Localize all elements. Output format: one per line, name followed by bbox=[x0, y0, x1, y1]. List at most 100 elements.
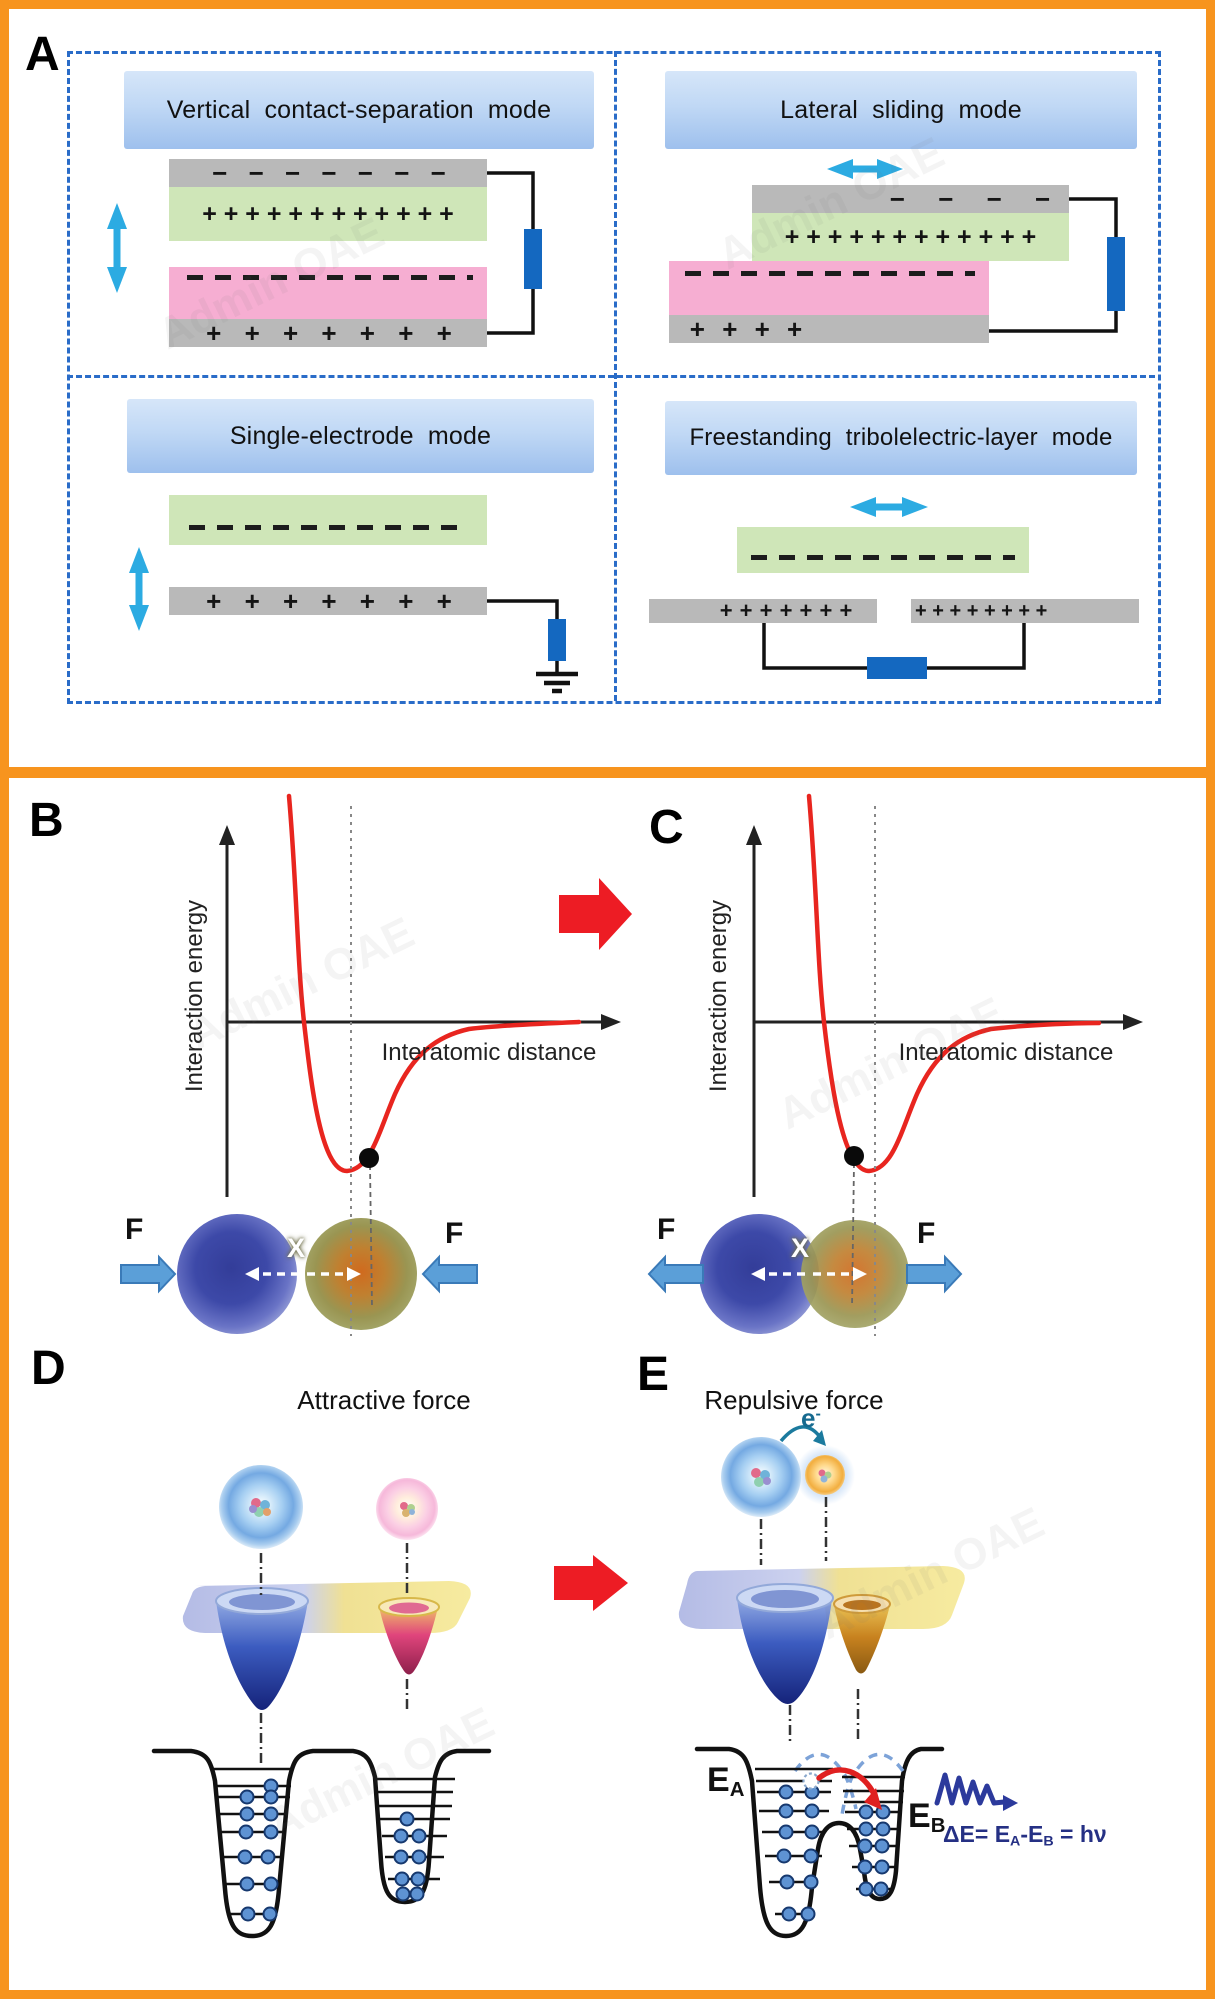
d-atom-blue-nucleus bbox=[249, 1498, 271, 1517]
c-displacement-label: X bbox=[791, 1233, 810, 1263]
mode-title-vertical: Vertical contact-separation mode bbox=[124, 71, 594, 149]
vertical-top-electrode-charges: − − − − − − − bbox=[212, 159, 446, 187]
e-energy-levels bbox=[755, 1767, 905, 1916]
d-art bbox=[151, 1465, 492, 1939]
vertical-top-electrode bbox=[169, 159, 487, 187]
transition-arrow-de-icon bbox=[554, 1555, 628, 1611]
vertical-bottom-electrode-charges: + + + + + + + bbox=[206, 319, 452, 347]
e-energy-a-label: EA bbox=[707, 1761, 745, 1802]
e-atom-yellow-halo bbox=[795, 1445, 855, 1505]
d-atom-pink bbox=[376, 1478, 438, 1540]
b-force-label-right: F bbox=[445, 1217, 464, 1250]
d-wells-outline bbox=[151, 1748, 492, 1939]
d-atom-pink-nucleus bbox=[400, 1502, 415, 1517]
freestanding-right-electrode-charges: + + + + + + + + bbox=[915, 599, 1048, 622]
mode-title-lateral: Lateral sliding mode bbox=[665, 71, 1137, 149]
freestanding-left-electrode-charges: + + + + + + + bbox=[719, 599, 853, 623]
watermark: Admin OAE bbox=[810, 1497, 1052, 1650]
b-energy-curve bbox=[286, 793, 582, 1174]
b-force-label-left: F bbox=[125, 1213, 144, 1246]
vertical-negative-layer-dashes bbox=[187, 275, 473, 280]
c-x-axis-arrowhead bbox=[1123, 1014, 1143, 1030]
c-y-axis-arrowhead bbox=[746, 825, 762, 845]
lateral-bottom-electrode-charges: + + + + bbox=[689, 315, 803, 343]
e-transfer-arrow-icon bbox=[816, 1767, 878, 1799]
d-funnel-red bbox=[379, 1602, 438, 1675]
section-divider bbox=[9, 767, 1206, 778]
c-displacement-arrows bbox=[751, 1267, 867, 1281]
b-x-axis-label: Interatomic distance bbox=[381, 1039, 597, 1066]
panel-a-horizontal-divider bbox=[67, 375, 1155, 378]
b-atom-blue bbox=[177, 1214, 297, 1334]
c-force-arrow-left-icon bbox=[647, 1254, 704, 1294]
d-funnel-blue bbox=[216, 1595, 308, 1710]
e-precontact-dashed-wells bbox=[793, 1752, 905, 1816]
lateral-bottom-electrode bbox=[669, 315, 989, 343]
c-force-arrow-right-icon bbox=[906, 1254, 963, 1294]
e-electron-label: e- bbox=[801, 1403, 821, 1433]
e-funnel-orange-rim bbox=[833, 1594, 891, 1614]
d-potential-surface bbox=[182, 1581, 471, 1633]
d-electrons bbox=[237, 1778, 427, 1922]
c-state-dot bbox=[844, 1146, 864, 1166]
e-funnel-orange bbox=[834, 1600, 890, 1674]
mode-title-freestanding: Freestanding tribolelectric-layer mode bbox=[665, 401, 1137, 475]
single-tribo-layer bbox=[169, 495, 487, 545]
panel-b-label: B bbox=[29, 794, 64, 847]
c-x-axis-label: Interatomic distance bbox=[898, 1039, 1114, 1066]
freestanding-tribo-layer-dashes bbox=[751, 555, 1015, 560]
c-atom-blue bbox=[699, 1214, 819, 1334]
d-axis-lines bbox=[259, 1543, 409, 1765]
d-atom-blue bbox=[219, 1465, 303, 1549]
b-axes bbox=[219, 825, 621, 1197]
lateral-positive-layer-charges: + + + + + + + + + + + + bbox=[784, 222, 1037, 251]
mode-title-single: Single-electrode mode bbox=[127, 399, 594, 473]
e-vacancy-electron bbox=[802, 1772, 820, 1790]
d-funnel-red-rim bbox=[378, 1597, 440, 1617]
watermark: Admin OAE bbox=[180, 907, 422, 1060]
lateral-negative-layer bbox=[669, 261, 989, 315]
freestanding-right-electrode bbox=[911, 599, 1139, 623]
b-displacement-label: X bbox=[287, 1233, 306, 1263]
c-atoms bbox=[699, 1214, 909, 1334]
e-energy-equation: ΔE= EA-EB = hν bbox=[943, 1821, 1107, 1850]
b-dot-drop-line bbox=[369, 1164, 373, 1308]
c-force-label-right: F bbox=[917, 1217, 936, 1250]
d-funnel-blue-rim bbox=[215, 1587, 309, 1615]
panel-e-label: E bbox=[637, 1348, 670, 1401]
c-dot-drop-line bbox=[851, 1162, 855, 1308]
e-art bbox=[678, 1425, 1018, 1939]
b-state-dot bbox=[359, 1148, 379, 1168]
b-force-arrow-left-icon bbox=[120, 1254, 177, 1294]
b-atoms bbox=[177, 1214, 417, 1334]
panel-d-label: D bbox=[31, 1342, 66, 1395]
transition-arrow-bc-icon bbox=[559, 878, 632, 950]
vertical-bottom-electrode bbox=[169, 319, 487, 347]
freestanding-tribo-layer bbox=[737, 527, 1029, 573]
c-energy-curve bbox=[806, 793, 1102, 1174]
vertical-positive-layer-charges: + + + + + + + + + + + + bbox=[202, 199, 454, 228]
b-x-axis-arrowhead bbox=[601, 1014, 621, 1030]
e-potential-surface bbox=[678, 1566, 965, 1629]
b-atom-olive bbox=[305, 1218, 417, 1330]
single-electrode bbox=[169, 587, 487, 615]
e-electrons bbox=[776, 1784, 891, 1922]
e-axis-lines bbox=[759, 1497, 860, 1743]
c-y-axis-label: Interaction energy bbox=[705, 899, 732, 1093]
e-photon-wave-icon bbox=[934, 1772, 1018, 1811]
e-atom-yellow-nucleus bbox=[818, 1469, 832, 1483]
panel-a-label: A bbox=[25, 28, 60, 81]
e-atom-blue-nucleus bbox=[751, 1468, 771, 1487]
e-funnel-blue-rim bbox=[736, 1583, 834, 1613]
single-electrode-charges: + + + + + + + bbox=[206, 587, 452, 615]
c-atom-olive bbox=[801, 1220, 909, 1328]
panel-c-label: C bbox=[649, 801, 684, 854]
e-atom-yellow bbox=[805, 1455, 845, 1495]
lateral-negative-layer-dashes bbox=[685, 271, 975, 276]
b-caption: Attractive force bbox=[297, 1385, 471, 1415]
single-tribo-layer-dashes bbox=[189, 525, 469, 530]
e-energy-b-label: EB bbox=[908, 1797, 946, 1838]
c-caption: Repulsive force bbox=[704, 1385, 884, 1415]
watermark: Admin OAE bbox=[260, 1697, 502, 1850]
